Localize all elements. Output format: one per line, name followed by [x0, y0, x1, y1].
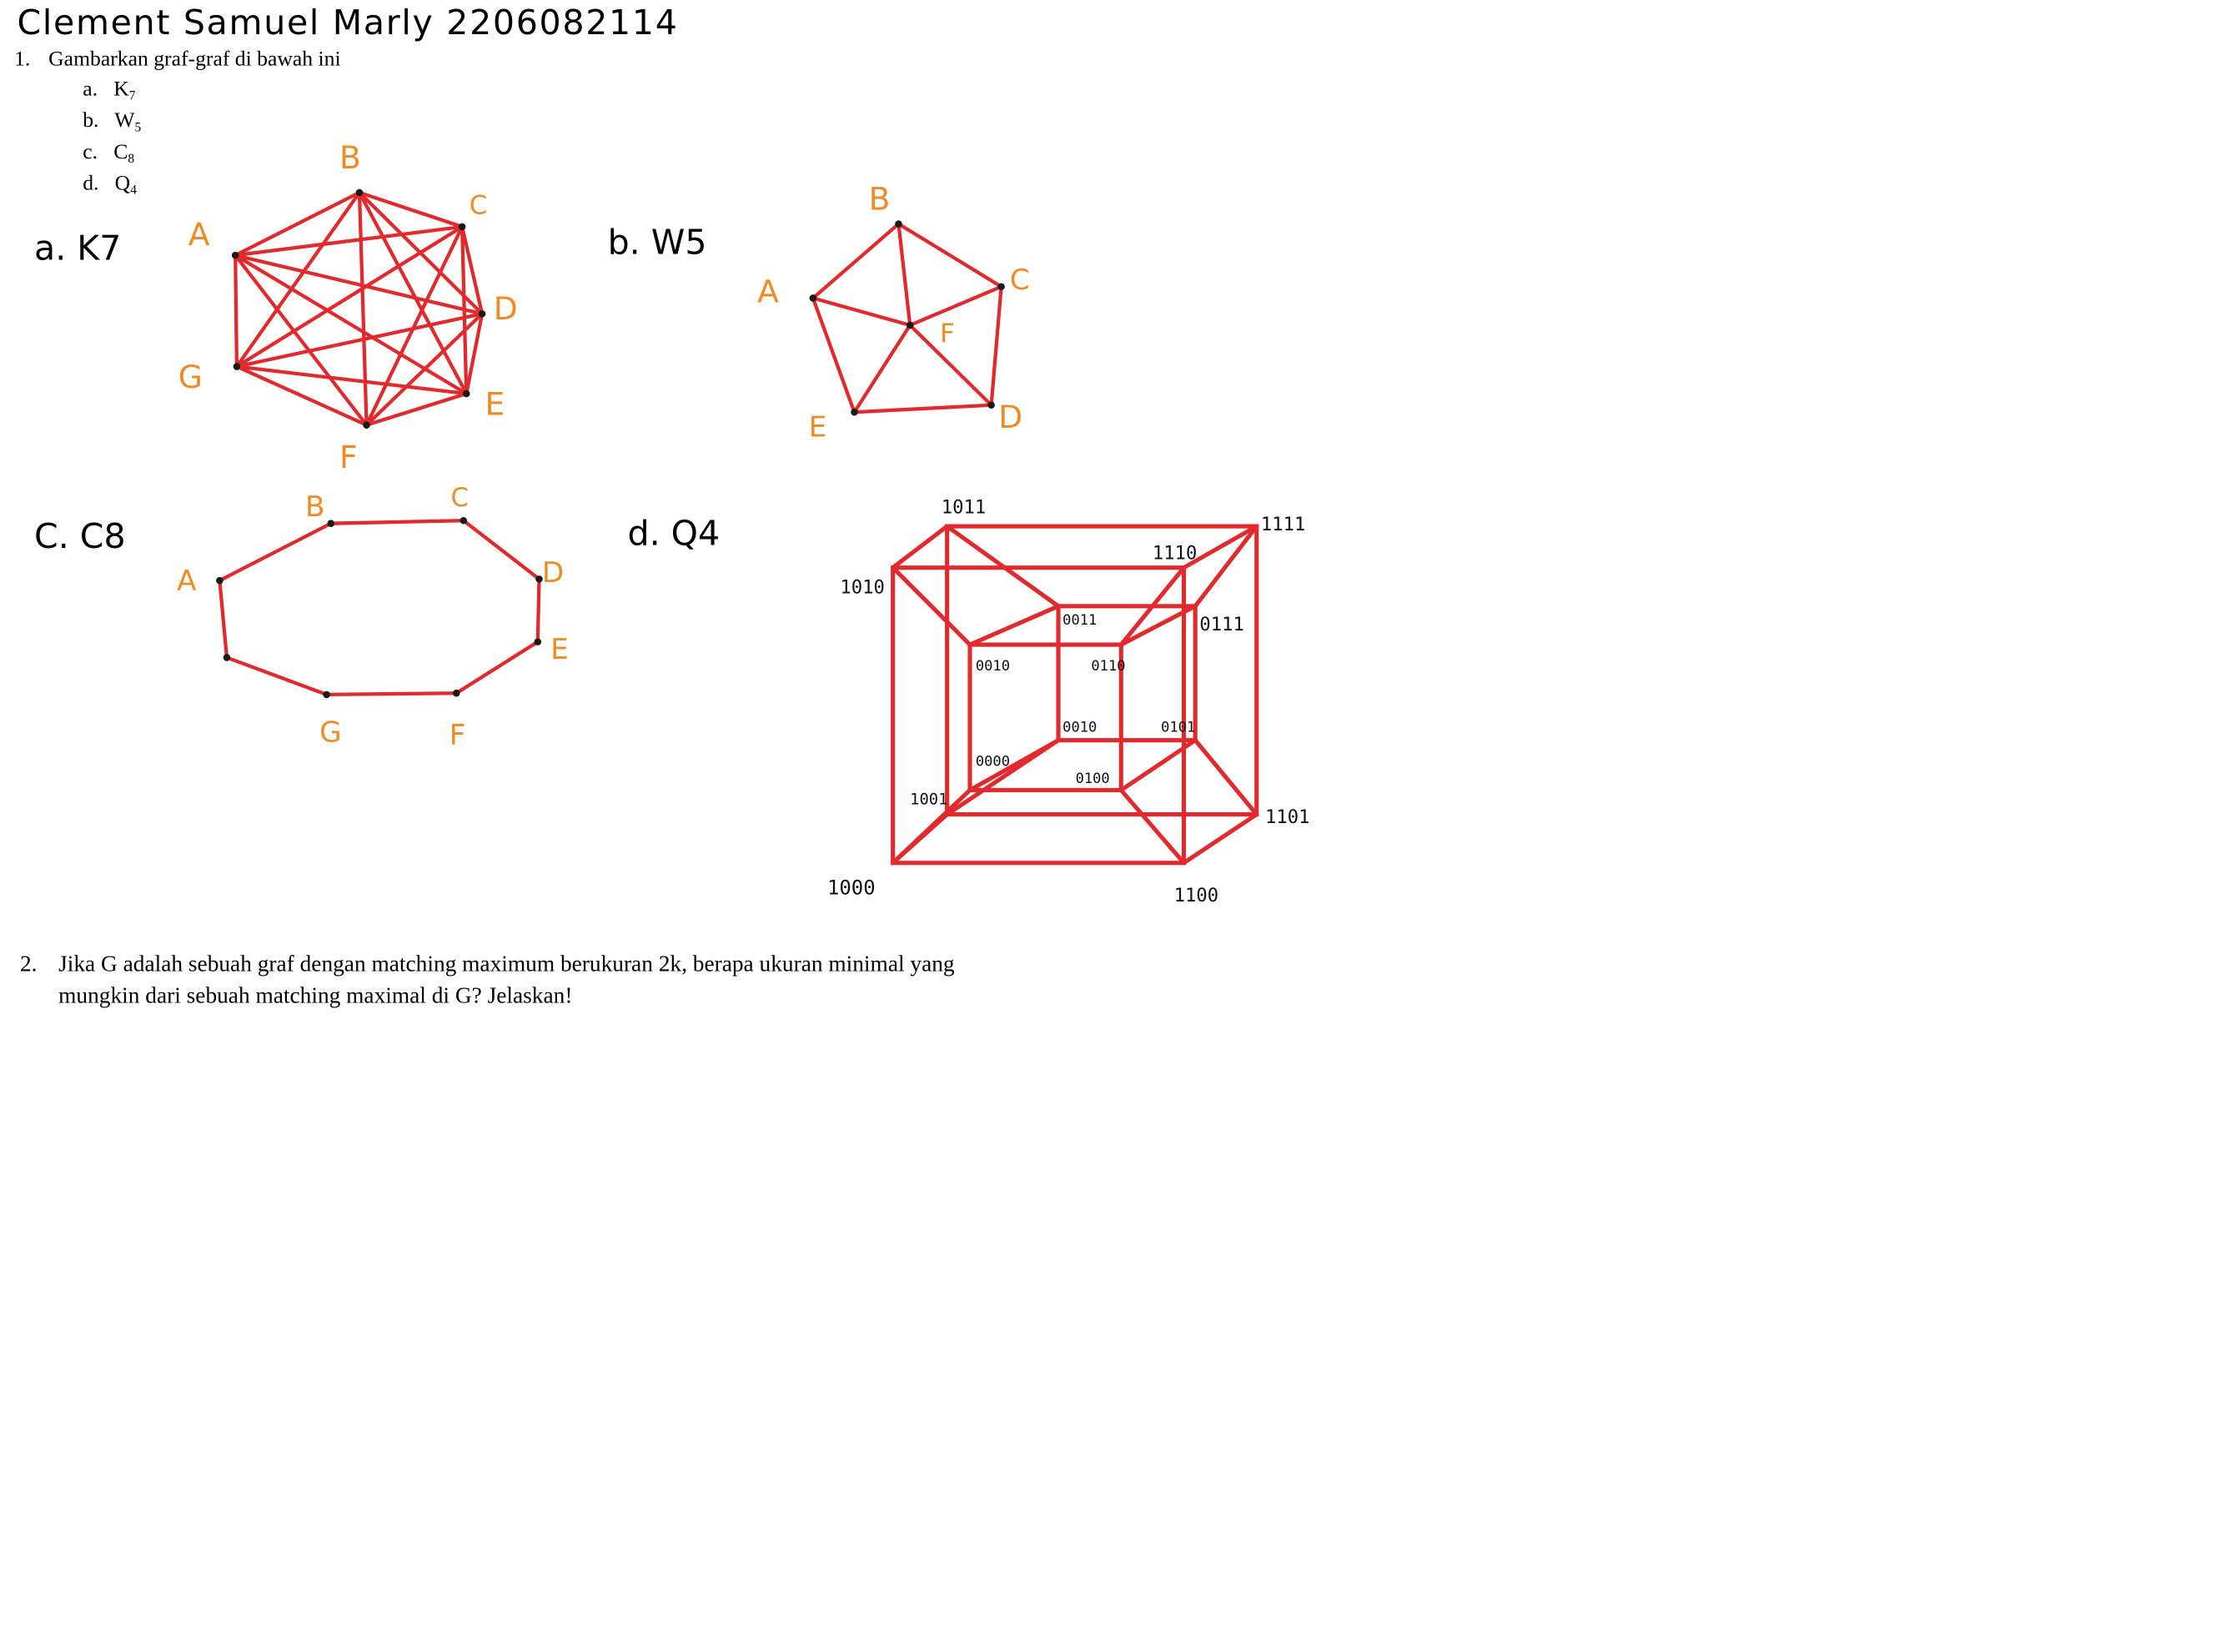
q1-item-d: d. Q4: [83, 173, 137, 197]
vertex-label-1010: 1010: [840, 576, 885, 598]
q1-item-b: b. W5: [83, 110, 141, 134]
vertex-label-0000: 0000: [976, 753, 1010, 770]
item-letter: d.: [83, 172, 99, 196]
vertex-label-a: A: [177, 565, 197, 598]
vertex-label-e: E: [809, 410, 827, 444]
vertex-label-d: D: [494, 290, 518, 327]
vertex-label-b: B: [869, 180, 891, 217]
q1-text: Gambarkan graf-graf di bawah ini: [48, 48, 341, 72]
vertex-label-0011: 0011: [1062, 612, 1097, 629]
item-letter: c.: [83, 141, 98, 164]
vertex-label-1011: 1011: [942, 497, 987, 519]
caption-a: a. K7: [34, 228, 122, 269]
item-letter: a.: [83, 78, 98, 102]
vertex-label-1101: 1101: [1265, 806, 1310, 828]
vertex-label-0010-lower: 0010: [1062, 719, 1097, 736]
vertex-label-c: C: [470, 191, 487, 221]
caption-d: d. Q4: [627, 513, 721, 554]
item-base: Q: [114, 172, 131, 196]
student-name-id: Clement Samuel Marly 2206082114: [17, 3, 679, 43]
vertex-label-1111: 1111: [1261, 514, 1306, 535]
vertex-label-g: G: [319, 716, 342, 749]
vertex-label-1000: 1000: [827, 876, 876, 899]
vertex-label-e: E: [550, 633, 569, 666]
vertex-label-b: B: [339, 139, 361, 176]
vertex-label-0110: 0110: [1091, 658, 1125, 675]
q1-item-c: c. C8: [83, 141, 134, 165]
item-sub: 5: [134, 119, 142, 134]
item-sub: 7: [128, 88, 136, 103]
q2-line-2: mungkin dari sebuah matching maximal di …: [58, 984, 573, 1009]
w5-graph: A B C D E F: [757, 180, 1030, 444]
q2-number: 2.: [19, 952, 38, 977]
vertex-label-0111: 0111: [1199, 614, 1244, 635]
item-base: K: [113, 78, 129, 102]
caption-c: C. C8: [34, 516, 126, 557]
vertex-label-f: F: [339, 439, 358, 475]
vertex-label-1001: 1001: [910, 791, 947, 809]
caption-b: b. W5: [607, 222, 707, 263]
item-sub: 4: [130, 182, 137, 198]
q2-line-1: Jika G adalah sebuah graf dengan matchin…: [58, 952, 955, 977]
vertex-label-0010-upper: 0010: [976, 658, 1010, 675]
vertex-label-c: C: [450, 483, 468, 513]
item-sub: 8: [128, 151, 135, 166]
q1-number: 1.: [14, 48, 31, 72]
vertex-label-f: F: [940, 319, 955, 349]
vertex-label-b: B: [305, 490, 324, 524]
vertex-label-f: F: [450, 719, 466, 752]
item-letter: b.: [83, 109, 99, 133]
vertex-label-d: D: [998, 399, 1022, 435]
k7-graph: A B C D E F G: [178, 139, 518, 475]
vertex-label-d: D: [542, 556, 564, 590]
vertex-label-0101: 0101: [1161, 719, 1195, 736]
vertex-label-a: A: [188, 216, 210, 253]
vertex-label-1110: 1110: [1153, 542, 1198, 564]
q1-item-a: a. K7: [83, 78, 135, 103]
vertex-label-1100: 1100: [1174, 885, 1219, 906]
vertex-label-a: A: [757, 274, 779, 310]
vertex-label-0100: 0100: [1076, 771, 1110, 787]
c8-graph: A B C D E F G: [177, 483, 569, 752]
vertex-label-g: G: [178, 359, 203, 395]
item-base: W: [114, 109, 135, 133]
item-base: C: [113, 141, 128, 164]
vertex-label-c: C: [1010, 264, 1030, 297]
q4-graph: 1011 1111 1010 1110 0011 0111 0010 0110 …: [827, 497, 1310, 906]
vertex-label-e: E: [485, 386, 505, 423]
